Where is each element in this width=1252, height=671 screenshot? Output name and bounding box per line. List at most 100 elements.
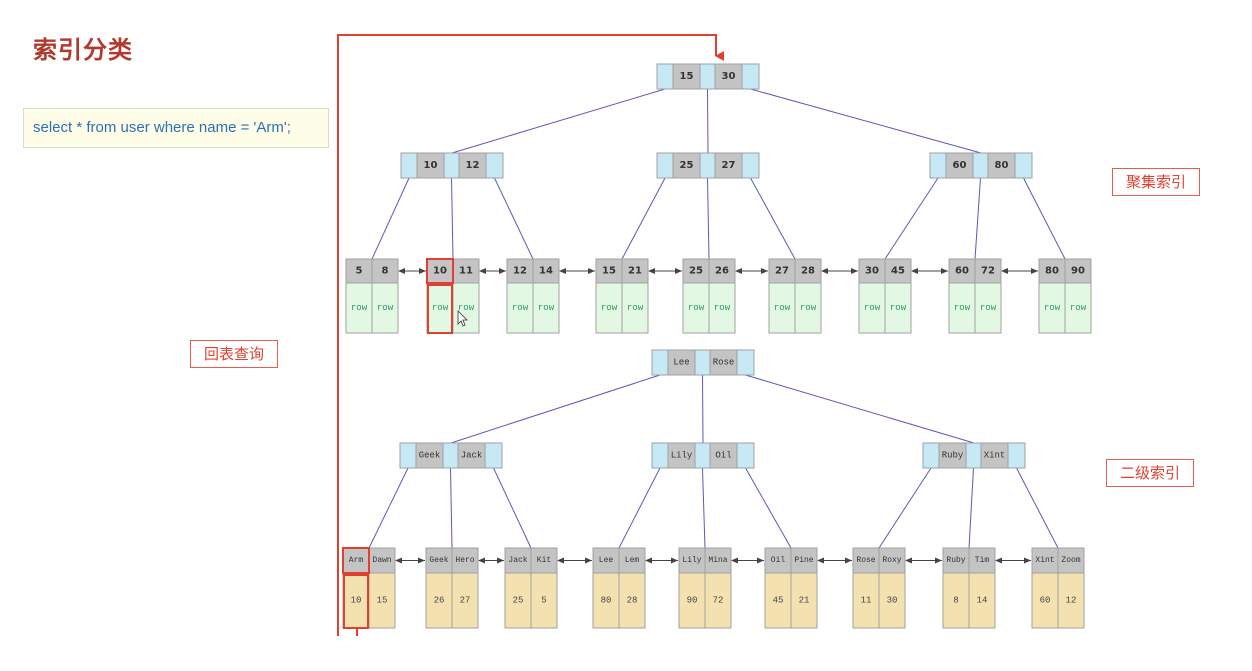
leaf-key-label: 60 bbox=[955, 266, 969, 277]
key-cell bbox=[416, 152, 445, 179]
node-key-label: Ruby bbox=[942, 451, 964, 461]
key-cell bbox=[714, 63, 743, 90]
table-lookup-label: 回表查询 bbox=[190, 340, 278, 368]
leaf-data-label: 15 bbox=[377, 596, 388, 606]
pointer-cell bbox=[399, 442, 417, 469]
leaf-data-label: 72 bbox=[713, 596, 724, 606]
leaf-data-label: row bbox=[688, 303, 705, 313]
leaf-data-cell bbox=[790, 572, 818, 629]
tree-edge bbox=[745, 374, 975, 444]
leaf-key-cell bbox=[968, 547, 996, 574]
leaf-data-label: row bbox=[954, 303, 971, 313]
pointer-cell bbox=[929, 152, 947, 179]
leaf-data-label: row bbox=[627, 303, 644, 313]
pointer-cell bbox=[741, 63, 760, 90]
leaf-key-cell bbox=[678, 547, 706, 574]
leaf-key-cell bbox=[530, 547, 558, 574]
leaf-data-label: row bbox=[980, 303, 997, 313]
node-key-label: Rose bbox=[713, 358, 735, 368]
tree-edge bbox=[878, 467, 932, 549]
leaf-key-label: Jack bbox=[508, 556, 527, 565]
tree-edge bbox=[493, 467, 532, 549]
leaf-data-cell bbox=[1038, 282, 1066, 334]
leaf-key-label: Kit bbox=[537, 556, 551, 565]
leaf-data-cell bbox=[682, 282, 710, 334]
leaf-key-label: Lily bbox=[682, 556, 701, 565]
pointer-cell bbox=[1014, 152, 1033, 179]
pointer-cell bbox=[699, 152, 716, 179]
pointer-cell bbox=[699, 63, 716, 90]
leaf-key-label: 72 bbox=[981, 266, 995, 277]
internal-node: Geek Jack bbox=[399, 442, 503, 469]
leaf-key-cell bbox=[794, 258, 822, 284]
leaf-key-cell bbox=[621, 258, 649, 284]
leaf-key-label: 14 bbox=[539, 266, 553, 277]
leaf-data-cell bbox=[504, 572, 532, 629]
tree-edge bbox=[450, 467, 453, 549]
leaf-data-cell bbox=[530, 572, 558, 629]
pointer-cell bbox=[965, 442, 982, 469]
tree-edge bbox=[968, 467, 974, 549]
leaf-key-label: Roxy bbox=[882, 556, 901, 565]
leaf-key-label: 30 bbox=[865, 266, 879, 277]
leaf-data-cell bbox=[592, 572, 620, 629]
leaf-data-label: row bbox=[864, 303, 881, 313]
pointer-cell bbox=[484, 442, 503, 469]
leaf-data-cell bbox=[968, 572, 996, 629]
leaf-data-label: 12 bbox=[1066, 596, 1077, 606]
pointer-cell bbox=[694, 349, 711, 376]
node-key-label: Jack bbox=[461, 451, 483, 461]
leaf-data-label: row bbox=[512, 303, 529, 313]
leaf-data-cell bbox=[708, 282, 736, 334]
node-key-label: 60 bbox=[953, 160, 967, 171]
tree-edge bbox=[707, 177, 710, 260]
leaf-data-label: row bbox=[351, 303, 368, 313]
key-cell bbox=[672, 63, 701, 90]
leaf-data-cell bbox=[1064, 282, 1092, 334]
mouse-cursor-icon bbox=[457, 310, 468, 327]
leaf-node: 60 row 72 row bbox=[948, 258, 1002, 334]
pointer-cell bbox=[694, 442, 711, 469]
leaf-key-label: Lem bbox=[625, 556, 640, 565]
leaf-key-label: Ruby bbox=[946, 556, 965, 565]
tree-edge bbox=[451, 88, 666, 154]
node-key-label: Geek bbox=[419, 451, 441, 461]
highlight-key-box bbox=[426, 258, 454, 284]
leaf-data-label: 27 bbox=[460, 596, 471, 606]
tree-edge bbox=[750, 88, 982, 154]
leaf-data-label: 90 bbox=[687, 596, 698, 606]
leaf-data-label: row bbox=[1070, 303, 1087, 313]
leaf-data-label: row bbox=[538, 303, 555, 313]
leaf-data-label: row bbox=[458, 303, 475, 313]
internal-node: 10 12 bbox=[400, 152, 504, 179]
key-cell bbox=[458, 152, 487, 179]
node-key-label: Lee bbox=[673, 358, 689, 368]
leaf-key-label: Lee bbox=[599, 556, 614, 565]
key-cell bbox=[709, 349, 738, 376]
leaf-data-cell bbox=[345, 282, 373, 334]
leaf-key-cell bbox=[425, 547, 453, 574]
leaf-key-cell bbox=[942, 547, 970, 574]
leaf-data-cell bbox=[506, 282, 534, 334]
node-key-label: 10 bbox=[424, 160, 438, 171]
leaf-data-cell bbox=[768, 282, 796, 334]
leaf-data-label: 8 bbox=[953, 596, 958, 606]
tree-edge bbox=[884, 177, 939, 260]
sql-query-box: select * from user where name = 'Arm'; bbox=[23, 108, 329, 148]
leaf-data-label: row bbox=[1044, 303, 1061, 313]
leaf-key-cell bbox=[345, 258, 373, 284]
leaf-data-label: 5 bbox=[541, 596, 546, 606]
leaf-data-label: row bbox=[774, 303, 791, 313]
node-key-label: 12 bbox=[466, 160, 480, 171]
